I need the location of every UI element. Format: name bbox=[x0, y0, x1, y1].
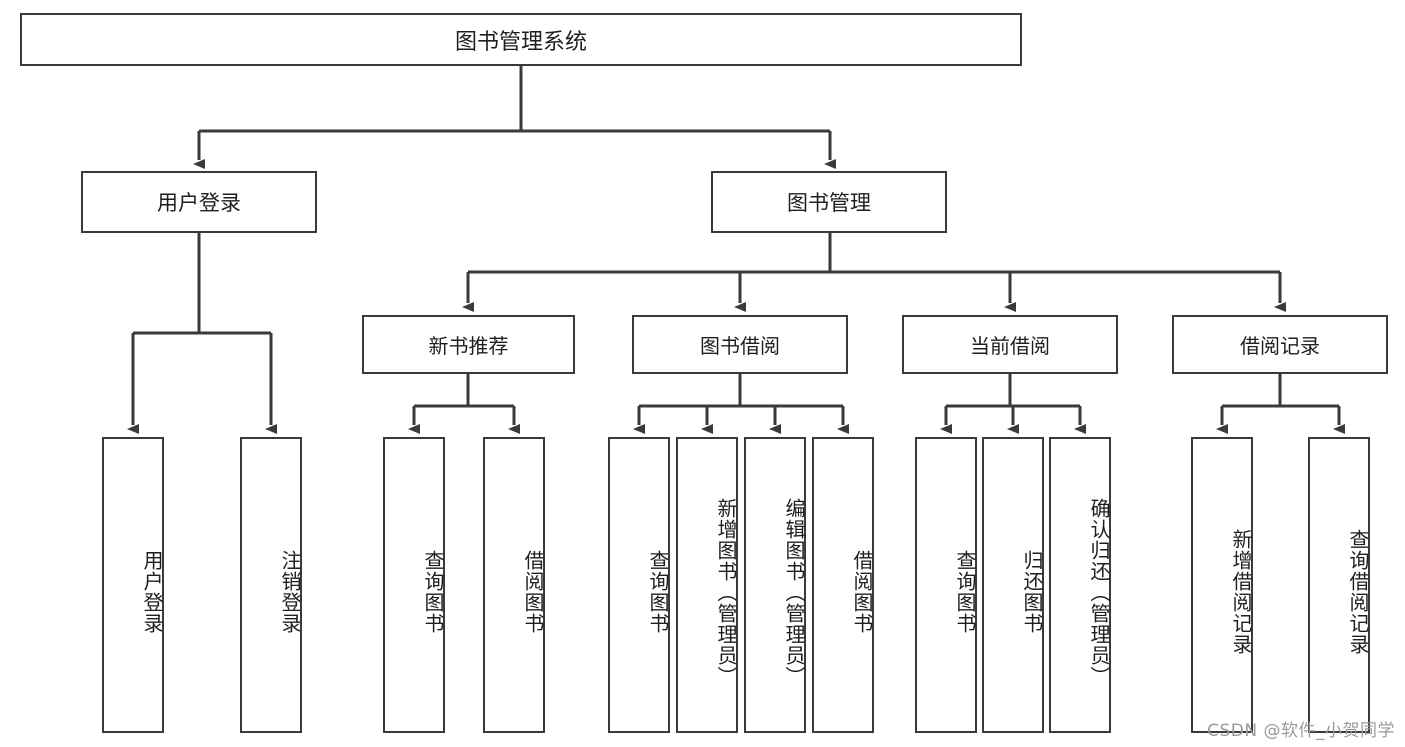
node-label: 查询图书 bbox=[646, 550, 670, 634]
node-current-borrowing[interactable]: 当前借阅 bbox=[902, 315, 1118, 374]
leaf-borrow-book-borrowing[interactable]: 借阅图书 bbox=[812, 437, 874, 733]
node-label: 当前借阅 bbox=[970, 334, 1050, 358]
leaf-confirm-return-admin[interactable]: 确认归还（管理员） bbox=[1049, 437, 1111, 733]
leaf-query-book-recommendation[interactable]: 查询图书 bbox=[383, 437, 445, 733]
node-label: 编辑图书（管理员） bbox=[782, 497, 806, 687]
node-label: 用户登录 bbox=[140, 550, 164, 634]
node-label: 新书推荐 bbox=[428, 334, 509, 358]
node-label: 新增图书（管理员） bbox=[714, 497, 738, 687]
node-label: 归还图书 bbox=[1020, 550, 1044, 634]
node-book-management[interactable]: 图书管理 bbox=[711, 171, 947, 233]
node-book-borrowing[interactable]: 图书借阅 bbox=[632, 315, 848, 374]
node-new-book-recommendation[interactable]: 新书推荐 bbox=[362, 315, 575, 374]
node-root-book-management-system[interactable]: 图书管理系统 bbox=[20, 13, 1022, 66]
node-label: 新增借阅记录 bbox=[1229, 529, 1253, 655]
node-label: 查询图书 bbox=[953, 550, 977, 634]
leaf-query-borrowing-record[interactable]: 查询借阅记录 bbox=[1308, 437, 1370, 733]
leaf-query-book-borrowing[interactable]: 查询图书 bbox=[608, 437, 670, 733]
leaf-edit-book-admin[interactable]: 编辑图书（管理员） bbox=[744, 437, 806, 733]
node-label: 查询图书 bbox=[421, 550, 445, 634]
node-label: 确认归还（管理员） bbox=[1087, 497, 1111, 687]
node-label: 图书管理系统 bbox=[454, 29, 587, 55]
node-borrowing-record[interactable]: 借阅记录 bbox=[1172, 315, 1388, 374]
node-label: 图书管理 bbox=[787, 191, 871, 215]
node-label: 注销登录 bbox=[278, 550, 302, 634]
leaf-add-book-admin[interactable]: 新增图书（管理员） bbox=[676, 437, 738, 733]
leaf-logout[interactable]: 注销登录 bbox=[240, 437, 302, 733]
csdn-watermark: CSDN @软件_小贺同学 bbox=[1207, 721, 1395, 741]
node-user-login[interactable]: 用户登录 bbox=[81, 171, 317, 233]
leaf-add-borrowing-record[interactable]: 新增借阅记录 bbox=[1191, 437, 1253, 733]
node-label: 借阅记录 bbox=[1240, 334, 1320, 358]
node-label: 图书借阅 bbox=[700, 334, 780, 358]
leaf-return-book[interactable]: 归还图书 bbox=[982, 437, 1044, 733]
leaf-borrow-book-recommendation[interactable]: 借阅图书 bbox=[483, 437, 545, 733]
node-label: 查询借阅记录 bbox=[1346, 529, 1370, 655]
leaf-user-login[interactable]: 用户登录 bbox=[102, 437, 164, 733]
leaf-query-book-current[interactable]: 查询图书 bbox=[915, 437, 977, 733]
node-label: 用户登录 bbox=[157, 191, 241, 215]
node-label: 借阅图书 bbox=[521, 550, 545, 634]
node-label: 借阅图书 bbox=[850, 550, 874, 634]
